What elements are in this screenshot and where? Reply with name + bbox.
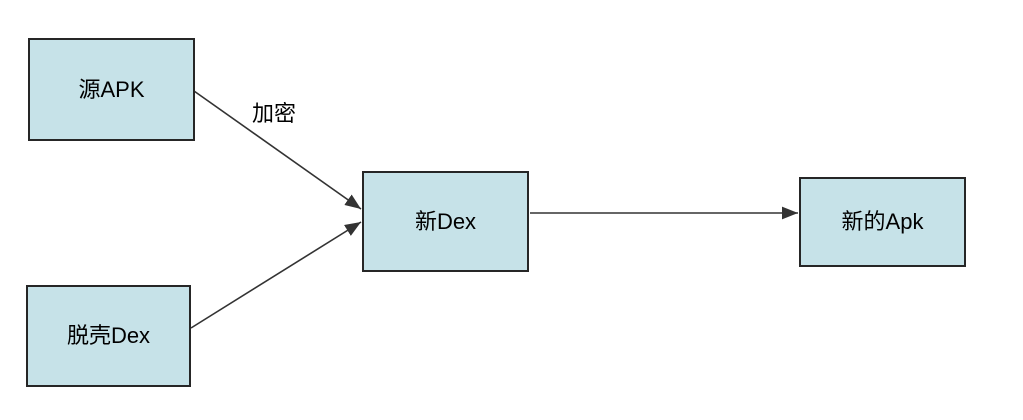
- edge-unpacked-dex-to-new-dex: [190, 221, 362, 329]
- node-unpacked-dex-label: 脱壳Dex: [66, 323, 151, 348]
- edge-label-encrypt: 加密: [252, 101, 297, 126]
- node-new-dex: 新Dex: [362, 171, 529, 272]
- node-unpacked-dex: 脱壳Dex: [26, 285, 191, 387]
- node-new-apk: 新的Apk: [799, 177, 966, 267]
- node-new-dex-label: 新Dex: [414, 208, 477, 234]
- node-source-apk-label: 源APK: [78, 76, 145, 102]
- node-source-apk: 源APK: [28, 38, 195, 141]
- node-new-apk-label: 新的Apk: [841, 209, 924, 234]
